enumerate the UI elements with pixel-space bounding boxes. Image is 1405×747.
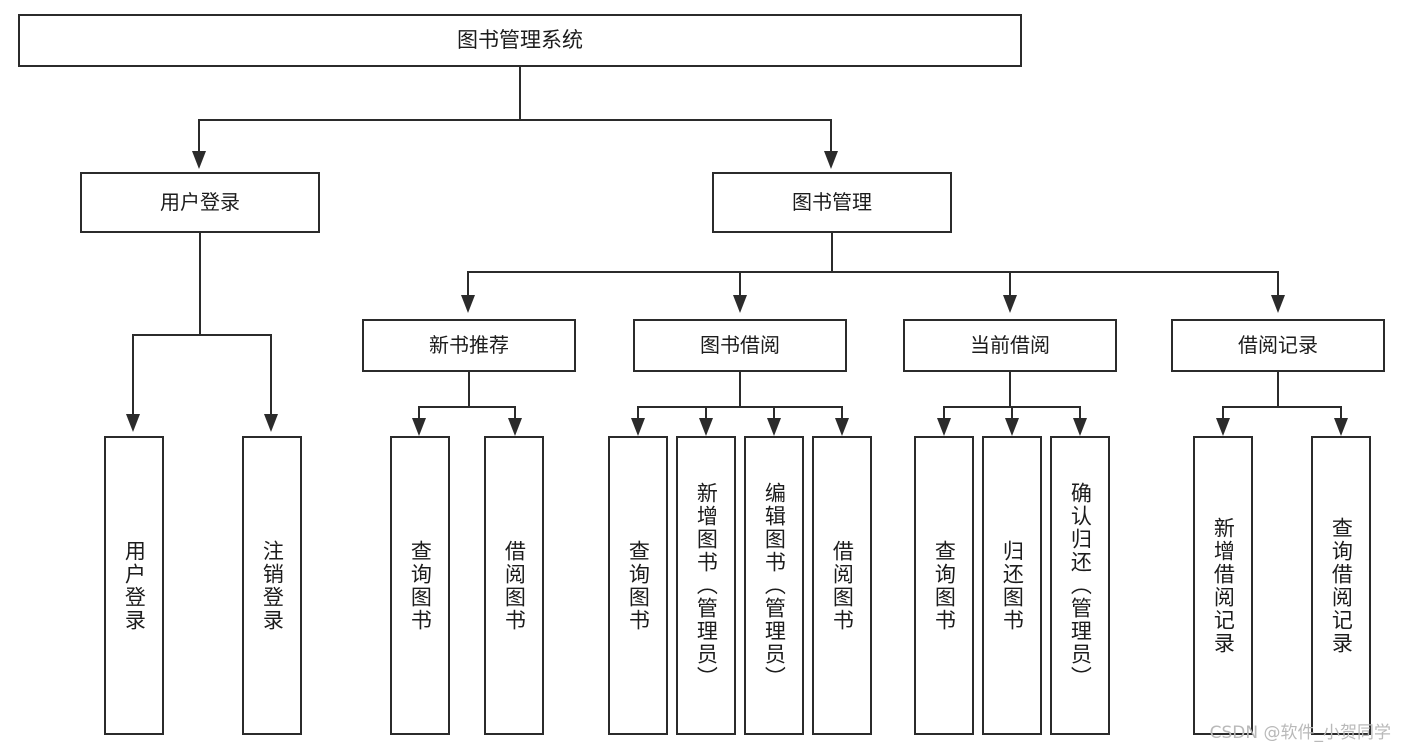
arrow-to-leaf-query-book-1 xyxy=(412,418,426,436)
arrow-to-book-borrow xyxy=(733,295,747,313)
node-leaf-user-login-label: 用户登录 xyxy=(122,539,147,632)
node-leaf-logout-label: 注销登录 xyxy=(260,539,285,632)
arrow-to-new-book-rec xyxy=(461,295,475,313)
node-leaf-add-book-label: 新增图书（管理员） xyxy=(694,482,719,689)
node-leaf-return-book[interactable]: 归还图书 xyxy=(982,436,1042,735)
node-leaf-user-login[interactable]: 用户登录 xyxy=(104,436,164,735)
connector-book-borrow-bar xyxy=(637,406,842,408)
connector-book-manage-drop-3 xyxy=(1009,271,1011,297)
node-leaf-query-record-label: 查询借阅记录 xyxy=(1329,516,1354,655)
connector-book-borrow-trunk xyxy=(739,372,741,408)
connector-current-borrow-drop-2 xyxy=(1011,406,1013,420)
node-leaf-query-book-2[interactable]: 查询图书 xyxy=(608,436,668,735)
connector-new-book-rec-drop-2 xyxy=(514,406,516,420)
connector-new-book-rec-drop-1 xyxy=(418,406,420,420)
node-user-login[interactable]: 用户登录 xyxy=(80,172,320,233)
connector-current-borrow-drop-3 xyxy=(1079,406,1081,420)
connector-book-manage-trunk xyxy=(831,233,833,273)
node-leaf-edit-book-label: 编辑图书（管理员） xyxy=(762,482,787,689)
node-leaf-query-record[interactable]: 查询借阅记录 xyxy=(1311,436,1371,735)
node-book-manage-label: 图书管理 xyxy=(792,189,872,214)
arrow-to-leaf-user-login xyxy=(126,414,140,432)
node-leaf-query-book-2-label: 查询图书 xyxy=(626,539,651,632)
node-leaf-confirm-return-label: 确认归还（管理员） xyxy=(1068,482,1093,689)
connector-book-borrow-drop-2 xyxy=(705,406,707,420)
arrow-to-leaf-confirm-return xyxy=(1073,418,1087,436)
node-current-borrow-label: 当前借阅 xyxy=(970,332,1050,357)
node-leaf-return-book-label: 归还图书 xyxy=(1000,539,1025,632)
connector-book-borrow-drop-3 xyxy=(773,406,775,420)
connector-root-trunk xyxy=(519,67,521,120)
arrow-to-leaf-add-book xyxy=(699,418,713,436)
node-leaf-borrow-book-2[interactable]: 借阅图书 xyxy=(812,436,872,735)
connector-new-book-rec-trunk xyxy=(468,372,470,408)
csdn-watermark: CSDN @软件_小贺同学 xyxy=(1209,723,1391,743)
node-root-system[interactable]: 图书管理系统 xyxy=(18,14,1022,67)
arrow-to-book-manage xyxy=(824,151,838,169)
arrow-to-leaf-query-book-3 xyxy=(937,418,951,436)
node-book-borrow[interactable]: 图书借阅 xyxy=(633,319,847,372)
connector-book-manage-drop-1 xyxy=(467,271,469,297)
arrow-to-leaf-return-book xyxy=(1005,418,1019,436)
connector-borrow-record-drop-2 xyxy=(1340,406,1342,420)
node-current-borrow[interactable]: 当前借阅 xyxy=(903,319,1117,372)
connector-user-login-trunk xyxy=(199,233,201,335)
node-leaf-borrow-book-1[interactable]: 借阅图书 xyxy=(484,436,544,735)
node-leaf-logout[interactable]: 注销登录 xyxy=(242,436,302,735)
connector-book-manage-drop-4 xyxy=(1277,271,1279,297)
connector-borrow-record-drop-1 xyxy=(1222,406,1224,420)
connector-current-borrow-drop-1 xyxy=(943,406,945,420)
node-leaf-borrow-book-1-label: 借阅图书 xyxy=(502,539,527,632)
node-leaf-add-record[interactable]: 新增借阅记录 xyxy=(1193,436,1253,735)
arrow-to-leaf-edit-book xyxy=(767,418,781,436)
node-leaf-confirm-return[interactable]: 确认归还（管理员） xyxy=(1050,436,1110,735)
connector-root-drop-right xyxy=(830,119,832,153)
connector-book-manage-drop-2 xyxy=(739,271,741,297)
arrow-to-leaf-add-record xyxy=(1216,418,1230,436)
connector-current-borrow-trunk xyxy=(1009,372,1011,408)
connector-user-login-drop-1 xyxy=(132,334,134,416)
node-borrow-record-label: 借阅记录 xyxy=(1238,332,1318,357)
connector-user-login-drop-2 xyxy=(270,334,272,416)
node-leaf-query-book-3-label: 查询图书 xyxy=(932,539,957,632)
node-root-system-label: 图书管理系统 xyxy=(457,28,583,53)
arrow-to-leaf-query-book-2 xyxy=(631,418,645,436)
connector-book-borrow-drop-1 xyxy=(637,406,639,420)
arrow-to-leaf-borrow-book-1 xyxy=(508,418,522,436)
connector-user-login-bar xyxy=(132,334,272,336)
node-leaf-query-book-1-label: 查询图书 xyxy=(408,539,433,632)
arrow-to-current-borrow xyxy=(1003,295,1017,313)
node-book-borrow-label: 图书借阅 xyxy=(700,332,780,357)
connector-borrow-record-trunk xyxy=(1277,372,1279,408)
connector-book-borrow-drop-4 xyxy=(841,406,843,420)
arrow-to-user-login xyxy=(192,151,206,169)
arrow-to-leaf-borrow-book-2 xyxy=(835,418,849,436)
node-leaf-edit-book[interactable]: 编辑图书（管理员） xyxy=(744,436,804,735)
node-leaf-query-book-3[interactable]: 查询图书 xyxy=(914,436,974,735)
node-new-book-rec[interactable]: 新书推荐 xyxy=(362,319,576,372)
node-new-book-rec-label: 新书推荐 xyxy=(429,332,509,357)
node-borrow-record[interactable]: 借阅记录 xyxy=(1171,319,1385,372)
connector-borrow-record-bar xyxy=(1222,406,1342,408)
connector-book-manage-bar xyxy=(467,271,1279,273)
connector-root-drop-left xyxy=(198,119,200,153)
arrow-to-leaf-logout xyxy=(264,414,278,432)
arrow-to-leaf-query-record xyxy=(1334,418,1348,436)
node-book-manage[interactable]: 图书管理 xyxy=(712,172,952,233)
node-leaf-query-book-1[interactable]: 查询图书 xyxy=(390,436,450,735)
node-user-login-label: 用户登录 xyxy=(160,189,240,214)
node-leaf-borrow-book-2-label: 借阅图书 xyxy=(830,539,855,632)
node-leaf-add-book[interactable]: 新增图书（管理员） xyxy=(676,436,736,735)
connector-new-book-rec-bar xyxy=(418,406,516,408)
connector-root-bar xyxy=(198,119,832,121)
node-leaf-add-record-label: 新增借阅记录 xyxy=(1211,516,1236,655)
arrow-to-borrow-record xyxy=(1271,295,1285,313)
